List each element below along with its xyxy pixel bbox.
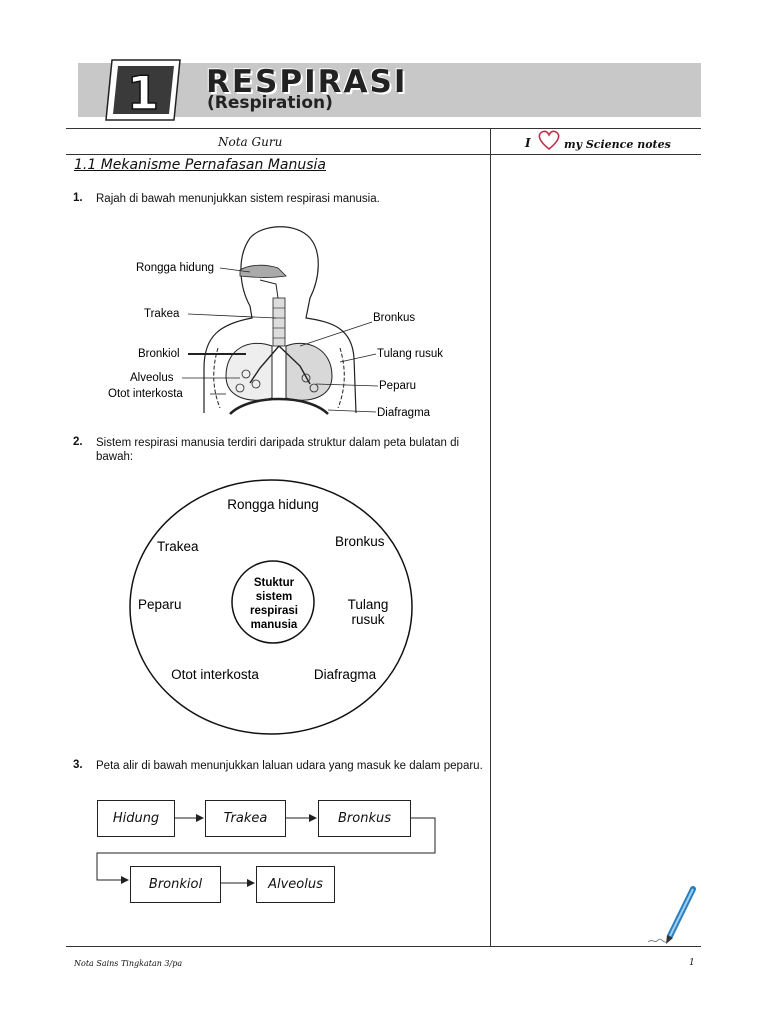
table-header-rule — [66, 154, 701, 155]
table-bottom-rule — [66, 946, 701, 947]
flow-step-trakea: Trakea — [205, 800, 286, 837]
circle-map-otot-interkosta: Otot interkosta — [171, 667, 259, 682]
circle-map-trakea: Trakea — [157, 539, 199, 554]
flow-step-bronkus: Bronkus — [318, 800, 411, 837]
circle-map: Stuktur sistem respirasi manusia Rongga … — [129, 479, 413, 735]
circle-map-peparu: Peparu — [138, 597, 182, 612]
label-rongga-hidung: Rongga hidung — [136, 262, 214, 274]
left-column-header: Nota Guru — [218, 135, 283, 149]
column-divider — [490, 128, 491, 946]
footer-text: Nota Sains Tingkatan 3/pa — [74, 959, 183, 968]
circle-map-tulang: Tulang — [348, 597, 389, 612]
flow-step-bronkiol: Bronkiol — [130, 866, 221, 903]
page-number: 1 — [689, 958, 695, 968]
section-heading: 1.1 Mekanisme Pernafasan Manusia — [74, 157, 326, 173]
label-peparu: Peparu — [379, 380, 416, 392]
respiratory-system-diagram: Rongga hidung Trakea Bronkiol Alveolus O… — [108, 226, 443, 419]
circle-map-rusuk: rusuk — [351, 612, 384, 627]
label-bronkus: Bronkus — [373, 312, 415, 324]
chapter-subtitle: (Respiration) — [207, 93, 333, 113]
label-bronkiol: Bronkiol — [138, 348, 180, 360]
flow-map-arrows — [96, 814, 436, 887]
flow-step-hidung: Hidung — [97, 800, 175, 837]
label-otot-interkosta: Otot interkosta — [108, 388, 183, 400]
circle-map-center-4: manusia — [251, 619, 298, 631]
chapter-number: 1 — [127, 66, 159, 120]
right-column-header: my Science notes — [564, 138, 671, 151]
flow-step-alveolus: Alveolus — [256, 866, 335, 903]
label-tulang-rusuk: Tulang rusuk — [377, 348, 443, 360]
pen-icon — [647, 886, 696, 944]
label-diafragma: Diafragma — [377, 407, 431, 419]
question-2-text: Sistem respirasi manusia terdiri daripad… — [96, 437, 460, 463]
circle-map-rongga-hidung: Rongga hidung — [227, 497, 319, 512]
question-1-text: Rajah di bawah menunjukkan sistem respir… — [96, 193, 380, 205]
question-1-number: 1. — [73, 192, 83, 204]
question-3-text: Peta alir di bawah menunjukkan laluan ud… — [96, 760, 483, 772]
circle-map-center-3: respirasi — [250, 605, 298, 617]
circle-map-bronkus: Bronkus — [335, 534, 385, 549]
heart-icon — [538, 130, 560, 151]
circle-map-center-1: Stuktur — [254, 577, 295, 589]
flow-map: Hidung Trakea Bronkus Bronkiol Alveolus — [90, 795, 450, 910]
chapter-title: RESPIRASI — [206, 64, 408, 100]
chapter-banner — [78, 63, 701, 117]
circle-map-center-2: sistem — [256, 591, 292, 603]
right-header-prefix: I — [525, 136, 531, 150]
circle-map-diafragma: Diafragma — [314, 667, 377, 682]
question-3-number: 3. — [73, 759, 83, 771]
table-top-rule — [66, 128, 701, 129]
label-alveolus: Alveolus — [130, 372, 174, 384]
chapter-number-badge: 1 — [105, 59, 181, 121]
label-trakea: Trakea — [144, 308, 180, 320]
question-2-number: 2. — [73, 436, 83, 448]
